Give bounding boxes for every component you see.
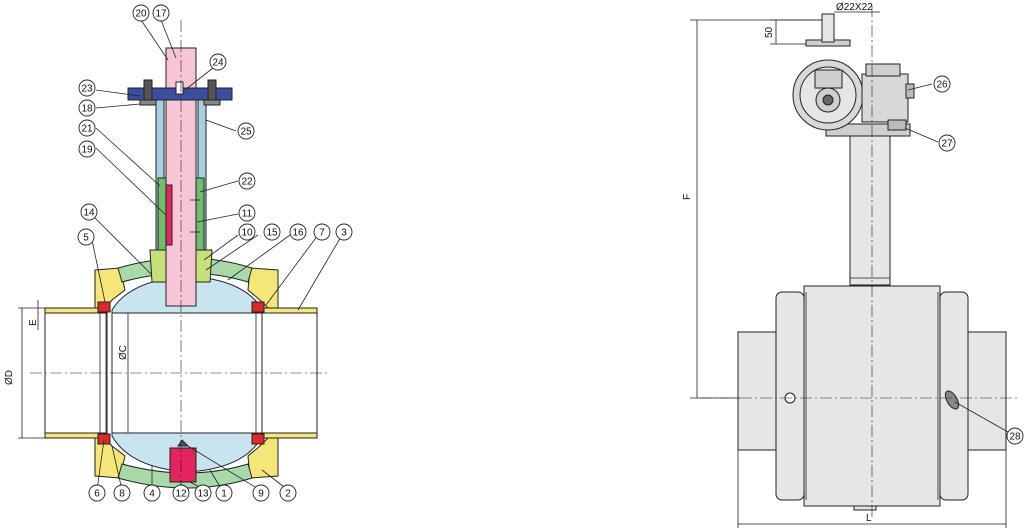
callout-label: 6 bbox=[94, 489, 100, 500]
callout-12: 12 bbox=[172, 484, 190, 502]
section-view: ØD E ØC bbox=[4, 20, 330, 500]
callout-label: 13 bbox=[197, 489, 209, 500]
callout-label: 25 bbox=[240, 127, 252, 138]
trunnion bbox=[169, 447, 197, 483]
callout-13: 13 bbox=[194, 484, 212, 502]
seat-right-bot bbox=[251, 433, 265, 445]
callout-label: 12 bbox=[175, 489, 187, 500]
callout-label: 16 bbox=[292, 228, 304, 239]
shaft-square bbox=[821, 13, 835, 43]
callout-label: 22 bbox=[241, 177, 253, 188]
external-view: F 50 Ø22X22 L bbox=[682, 2, 1020, 528]
callout-27: 27 bbox=[938, 134, 956, 152]
callout-15: 15 bbox=[263, 223, 281, 241]
body-left-end bbox=[737, 331, 777, 451]
right-pipe-bot-yellow bbox=[261, 432, 318, 439]
callout-24: 24 bbox=[209, 53, 227, 71]
callout-4: 4 bbox=[143, 484, 161, 502]
callout-28: 28 bbox=[1006, 427, 1024, 445]
callout-18: 18 bbox=[78, 99, 96, 117]
callout-label: 11 bbox=[242, 209, 253, 220]
dim-e: E bbox=[28, 319, 39, 326]
callout-label: 17 bbox=[155, 9, 167, 20]
callout-16: 16 bbox=[289, 223, 307, 241]
dim-l: L bbox=[866, 513, 872, 524]
callout-label: 3 bbox=[341, 228, 347, 239]
callout-label: 5 bbox=[83, 233, 89, 244]
callout-label: 19 bbox=[81, 145, 93, 156]
callout-7: 7 bbox=[313, 223, 331, 241]
body-right-end bbox=[967, 331, 1007, 451]
callout-label: 23 bbox=[81, 84, 93, 95]
seat-left-bot bbox=[97, 433, 111, 445]
callout-label: 7 bbox=[319, 228, 325, 239]
bonnet-left bbox=[149, 249, 167, 283]
callout-label: 26 bbox=[936, 80, 948, 91]
callout-25: 25 bbox=[237, 122, 255, 140]
callouts-left bbox=[91, 19, 343, 491]
callout-19: 19 bbox=[78, 140, 96, 158]
callout-label: 8 bbox=[119, 489, 125, 500]
callout-6: 6 bbox=[88, 484, 106, 502]
dim-od: ØD bbox=[4, 370, 15, 385]
right-pipe-top-yellow bbox=[261, 307, 318, 314]
callout-1: 1 bbox=[215, 484, 233, 502]
callout-5: 5 bbox=[77, 228, 95, 246]
callout-label: 27 bbox=[941, 139, 953, 150]
dim-50: 50 bbox=[764, 26, 775, 38]
dim-shaft: Ø22X22 bbox=[836, 2, 873, 13]
callout-label: 14 bbox=[83, 208, 95, 219]
callout-label: 10 bbox=[241, 228, 253, 239]
callout-label: 21 bbox=[81, 124, 93, 135]
callout-label: 18 bbox=[81, 104, 93, 115]
callout-label: 4 bbox=[149, 489, 155, 500]
seat-right-top bbox=[251, 301, 265, 313]
packing-right bbox=[195, 177, 205, 251]
callout-label: 28 bbox=[1009, 432, 1021, 443]
bonnet-right bbox=[195, 249, 213, 283]
callout-8: 8 bbox=[113, 484, 131, 502]
callout-14: 14 bbox=[80, 203, 98, 221]
sleeve bbox=[165, 184, 173, 246]
extension-stem bbox=[849, 134, 891, 286]
callout-21: 21 bbox=[78, 119, 96, 137]
callout-3: 3 bbox=[335, 223, 353, 241]
callout-2: 2 bbox=[279, 484, 297, 502]
callout-22: 22 bbox=[238, 172, 256, 190]
callout-label: 20 bbox=[135, 9, 147, 20]
callout-10: 10 bbox=[238, 223, 256, 241]
seat-left-top bbox=[97, 301, 111, 313]
dim-oc: ØC bbox=[118, 345, 129, 360]
body-top-right bbox=[247, 267, 279, 309]
callout-9: 9 bbox=[252, 484, 270, 502]
callout-label: 15 bbox=[266, 228, 278, 239]
callout-17: 17 bbox=[152, 4, 170, 22]
key bbox=[175, 81, 184, 95]
callout-label: 9 bbox=[258, 489, 264, 500]
gearbox-body bbox=[861, 73, 909, 123]
callout-20: 20 bbox=[132, 4, 150, 22]
callout-11: 11 bbox=[238, 204, 256, 222]
callout-26: 26 bbox=[933, 75, 951, 93]
callout-23: 23 bbox=[78, 79, 96, 97]
callout-label: 24 bbox=[212, 58, 224, 69]
vent-plug bbox=[944, 390, 960, 410]
dim-f: F bbox=[682, 194, 693, 200]
callout-label: 2 bbox=[285, 489, 291, 500]
callout-label: 1 bbox=[221, 489, 227, 500]
